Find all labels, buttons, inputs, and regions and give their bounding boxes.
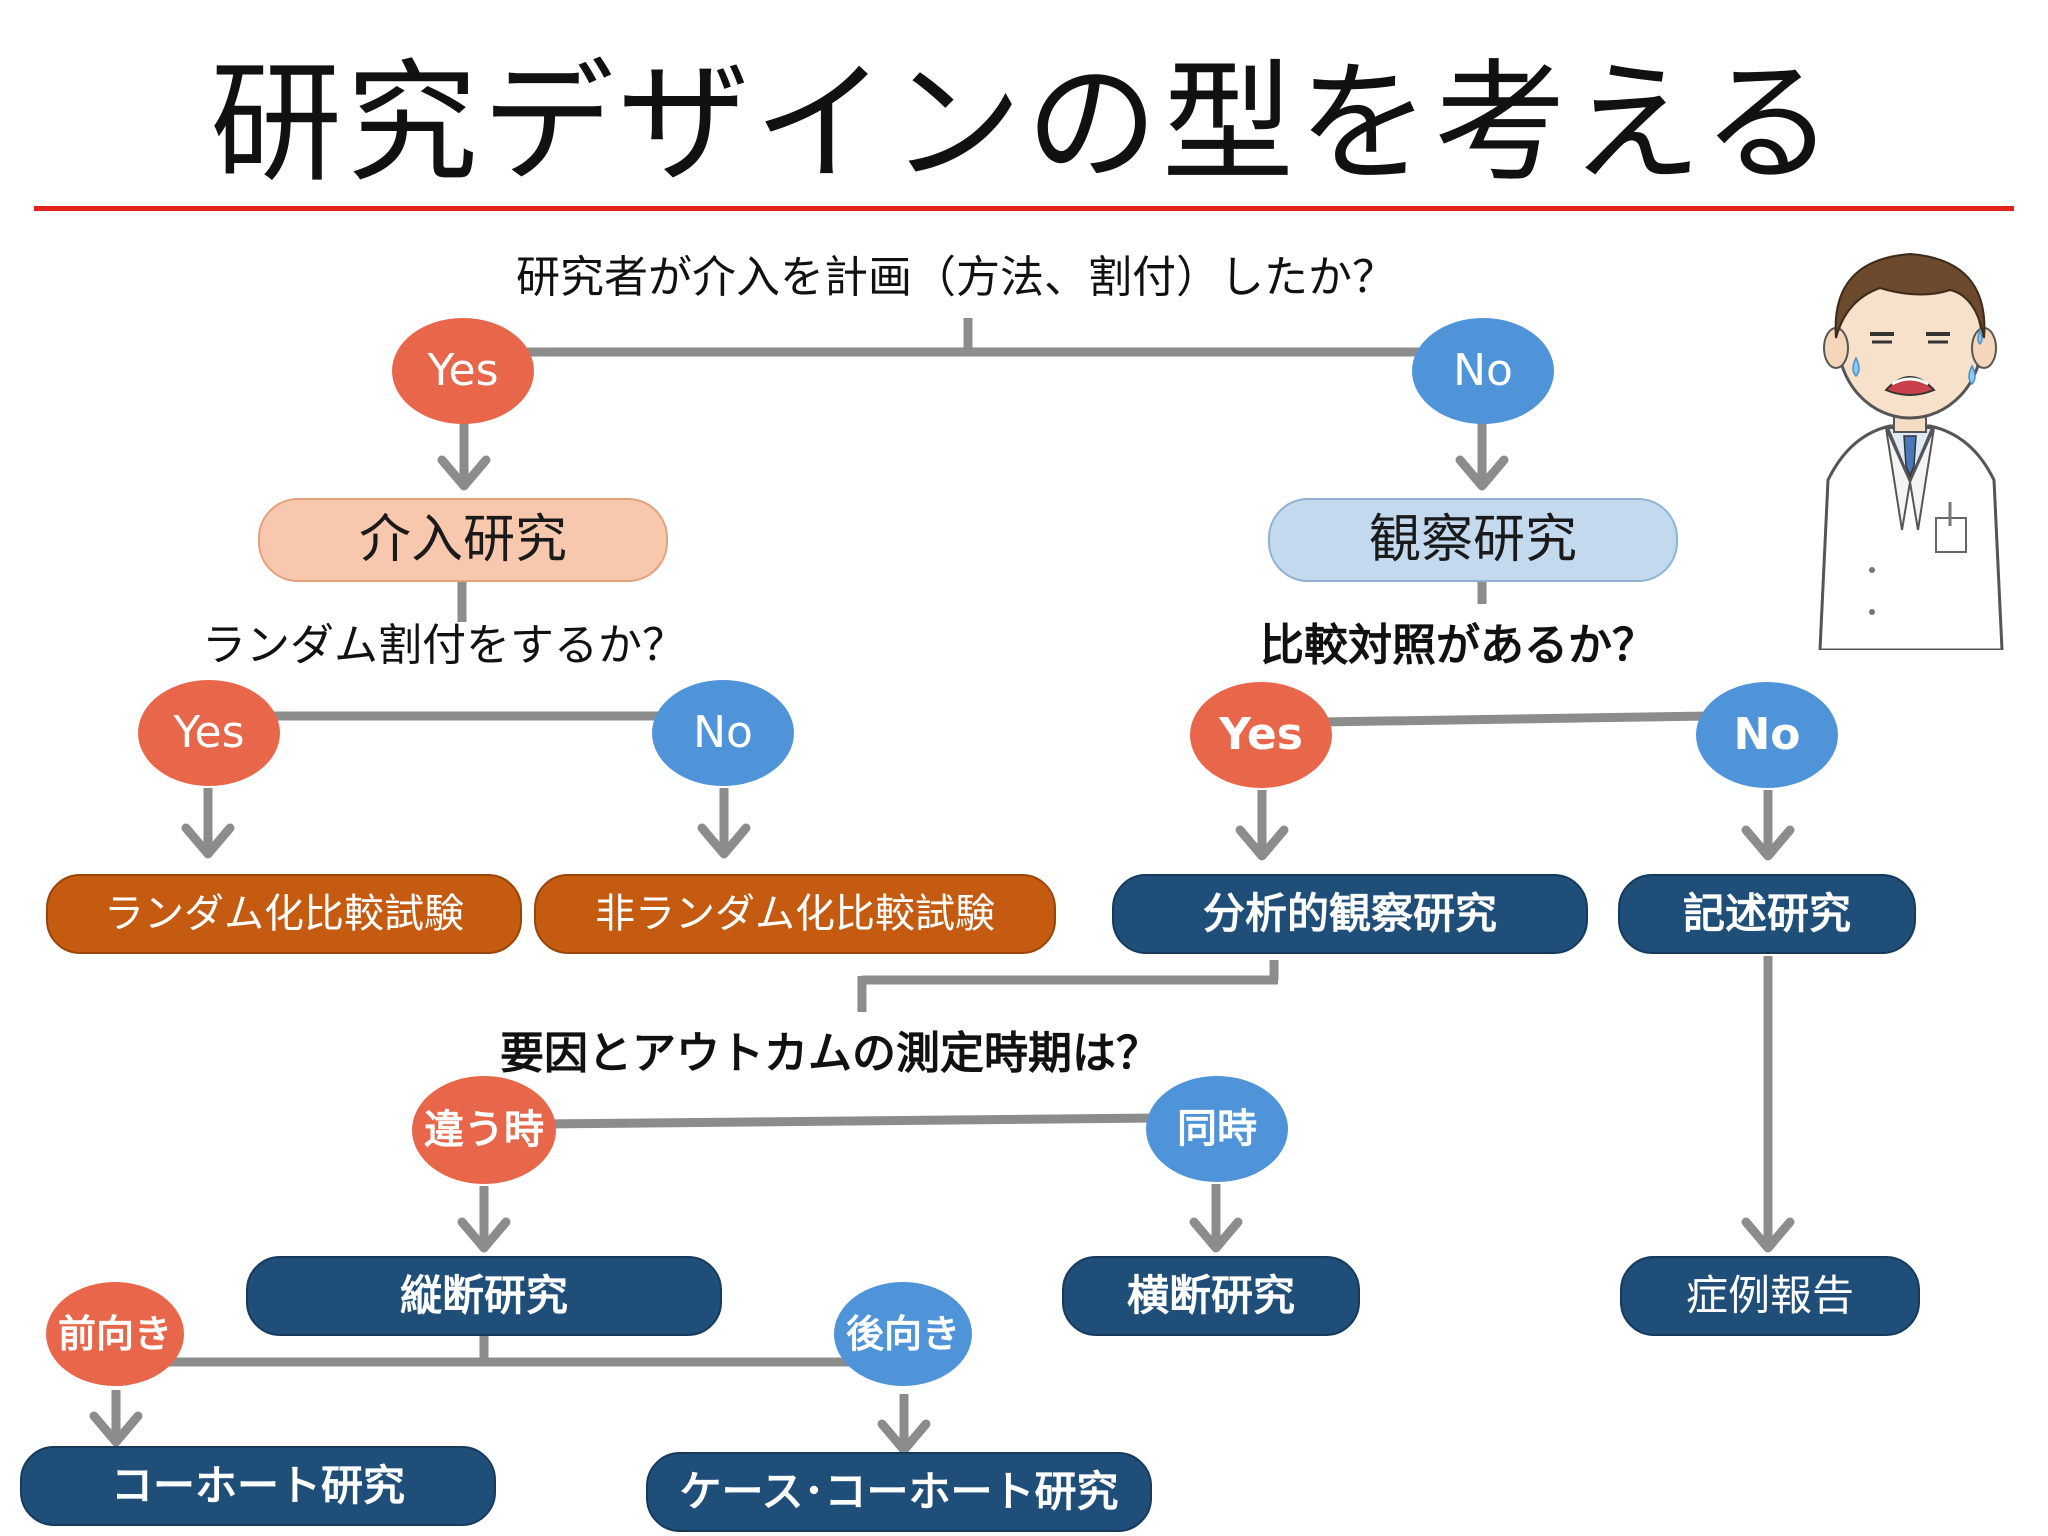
prospective-node: 前向き: [46, 1282, 184, 1386]
longitudinal-study-box: 縦断研究: [246, 1256, 722, 1336]
q1-no-node: No: [1412, 318, 1554, 424]
descriptive-study-box: 記述研究: [1618, 874, 1916, 954]
case-report-box: 症例報告: [1620, 1256, 1920, 1336]
worried-doctor-icon: [1818, 252, 2004, 650]
control-no-node: No: [1696, 682, 1838, 788]
timing-different-node: 違う時: [412, 1076, 556, 1184]
page-title: 研究デザインの型を考える: [209, 47, 1839, 201]
non-rct-box: 非ランダム化比較試験: [534, 874, 1056, 954]
timing-same-node: 同時: [1146, 1076, 1288, 1182]
question-comparison-control: 比較対照があるか？: [1260, 620, 1656, 671]
question-measurement-timing: 要因とアウトカムの測定時期は？: [500, 1028, 1160, 1079]
question-intervention-planned: 研究者が介入を計画（方法、割付）したか？: [516, 252, 1396, 303]
random-no-node: No: [652, 680, 794, 786]
analytic-observational-box: 分析的観察研究: [1112, 874, 1588, 954]
control-yes-node: Yes: [1190, 682, 1332, 788]
question-random-allocation: ランダム割付をするか？: [202, 620, 686, 671]
case-cohort-study-box: ケース･コーホート研究: [646, 1452, 1152, 1532]
observational-study-box: 観察研究: [1268, 498, 1678, 582]
random-yes-node: Yes: [138, 680, 280, 786]
cross-sectional-study-box: 横断研究: [1062, 1256, 1360, 1336]
cohort-study-box: コーホート研究: [20, 1446, 496, 1526]
title-underline: [34, 206, 2014, 211]
q1-yes-node: Yes: [392, 318, 534, 424]
intervention-study-box: 介入研究: [258, 498, 668, 582]
retrospective-node: 後向き: [834, 1282, 972, 1386]
rct-box: ランダム化比較試験: [46, 874, 522, 954]
